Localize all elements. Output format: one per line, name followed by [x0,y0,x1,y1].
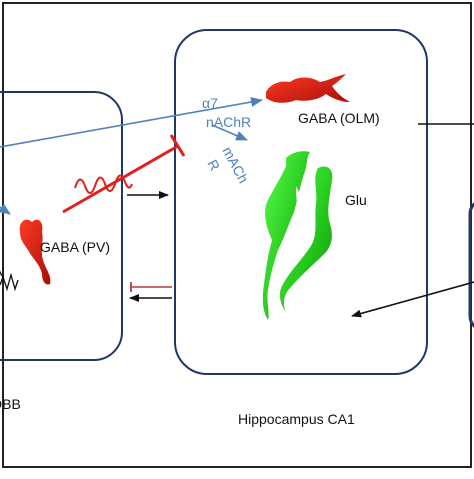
gamma-oscillation-wave [74,174,133,194]
gaba-olm-neuron [266,74,350,103]
outer-frame [2,2,472,468]
dbb-region-box [0,91,123,361]
gaba-pv-label: GABA (PV) [40,239,110,255]
alpha7-receptor-label: α7 [202,95,218,111]
glu-neuron-dendrite [262,151,310,320]
glu-label: Glu [345,192,367,208]
right-region-box [468,202,474,328]
nachr-receptor-label: nAChR [206,114,251,130]
projection-arrow-to-machr [211,124,248,141]
machr-receptor-label: mACh [219,144,251,186]
gaba-olm-label: GABA (OLM) [298,110,380,126]
inhibitory-t-bar [169,134,186,157]
machr-receptor-label-r: R [204,157,223,173]
glu-neuron-gap [296,186,303,224]
right-to-ca1-arrow [351,281,474,318]
gaba-pv-neuron [19,219,51,285]
dbb-region-label: DBB [0,396,21,412]
projection-arrow-to-olm [0,97,263,148]
wave-arrow-stub [0,270,3,277]
glu-neuron-body [279,166,333,312]
inhibitory-projection [62,144,179,214]
projection-arrow-to-pv [0,203,11,215]
ca1-region-label: Hippocampus CA1 [238,411,355,427]
ca1-region-box [174,29,428,375]
theta-oscillation-wave [0,272,19,292]
